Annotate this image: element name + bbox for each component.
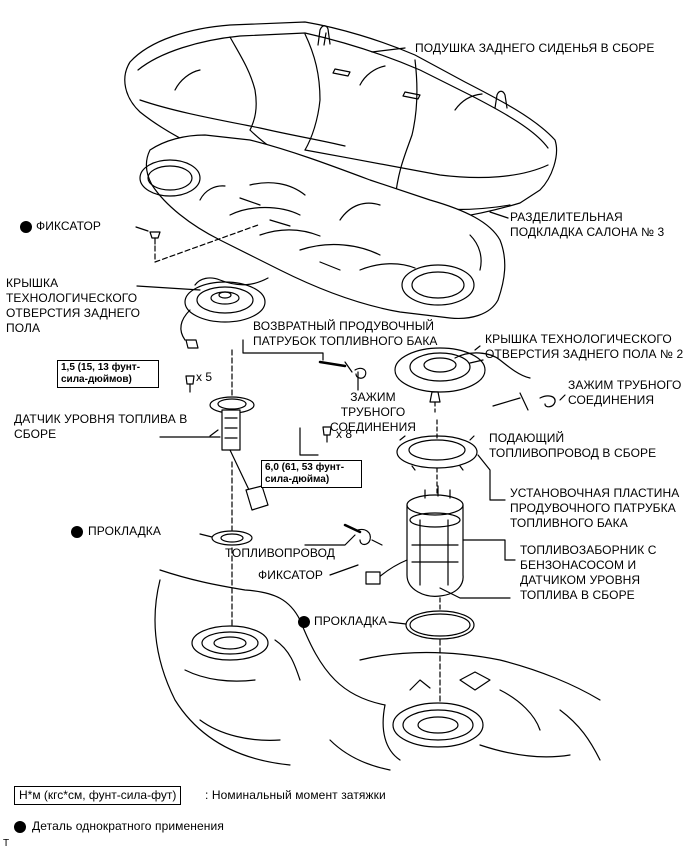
label-return-vent-tube: ВОЗВРАТНЫЙ ПРОДУВОЧНЫЙ ПАТРУБОК ТОПЛИВНО… <box>253 319 438 348</box>
legend-torque-desc: : Номинальный момент затяжки <box>205 788 386 802</box>
label-fuel-suction: ТОПЛИВОЗАБОРНИК С БЕНЗОНАСОСОМ И ДАТЧИКО… <box>520 543 657 602</box>
rear-floor-cover-drawing <box>136 277 269 349</box>
label-rear-floor-cover-2: КРЫШКА ТЕХНОЛОГИЧЕСКОГО ОТВЕРСТИЯ ЗАДНЕГ… <box>485 332 684 361</box>
torque-spec-left: 1,5 (15, 13 фунт-сила-дюймов) <box>57 360 159 388</box>
quantity-right: x 8 <box>336 427 353 441</box>
single-use-icon <box>14 821 26 833</box>
label-seat-cushion: ПОДУШКА ЗАДНЕГО СИДЕНЬЯ В СБОРЕ <box>415 41 655 55</box>
corner-mark: T <box>3 838 10 849</box>
label-gasket-left: ПРОКЛАДКА <box>88 524 161 538</box>
retainer-plate-drawing <box>396 435 478 471</box>
label-fuel-sender-gauge: ДАТЧИК УРОВНЯ ТОПЛИВА В СБОРЕ <box>14 412 188 441</box>
single-use-icon <box>20 221 32 233</box>
label-fuel-line: ТОПЛИВОПРОВОД <box>225 546 335 560</box>
label-separator-pad: РАЗДЕЛИТЕЛЬНАЯ ПОДКЛАДКА САЛОНА № 3 <box>510 210 665 239</box>
separator-pad-drawing <box>139 134 506 320</box>
legend-torque-unit: Н*м (кгс*см, фунт-сила-фут) <box>14 786 182 805</box>
single-use-icon <box>298 616 310 628</box>
fuel-suction-drawing <box>365 485 464 597</box>
label-clip-top: ФИКСАТОР <box>36 219 102 233</box>
label-tube-clamp-mid: ЗАЖИМ ТРУБНОГО СОЕДИНЕНИЯ <box>329 390 417 434</box>
torque-spec-right: 6,0 (61, 53 фунт-сила-дюйма) <box>261 460 362 488</box>
label-rear-floor-cover: КРЫШКА ТЕХНОЛОГИЧЕСКОГО ОТВЕРСТИЯ ЗАДНЕГ… <box>6 276 141 335</box>
label-retainer-plate: УСТАНОВОЧНАЯ ПЛАСТИНА ПРОДУВОЧНОГО ПАТРУ… <box>510 486 680 530</box>
label-fuel-supply-pipe: ПОДАЮЩИЙ ТОПЛИВОПРОВОД В СБОРЕ <box>489 431 657 460</box>
fuel-sender-gauge-drawing <box>209 396 269 511</box>
label-clip-bottom: ФИКСАТОР <box>258 568 324 582</box>
legend-single-use: Деталь однократного применения <box>32 819 224 833</box>
rear-floor-cover-2-drawing <box>394 345 531 413</box>
single-use-icon <box>71 526 83 538</box>
label-gasket-right: ПРОКЛАДКА <box>314 614 387 628</box>
quantity-left: x 5 <box>196 370 213 384</box>
label-tube-clamp-right: ЗАЖИМ ТРУБНОГО СОЕДИНЕНИЯ <box>568 378 682 407</box>
